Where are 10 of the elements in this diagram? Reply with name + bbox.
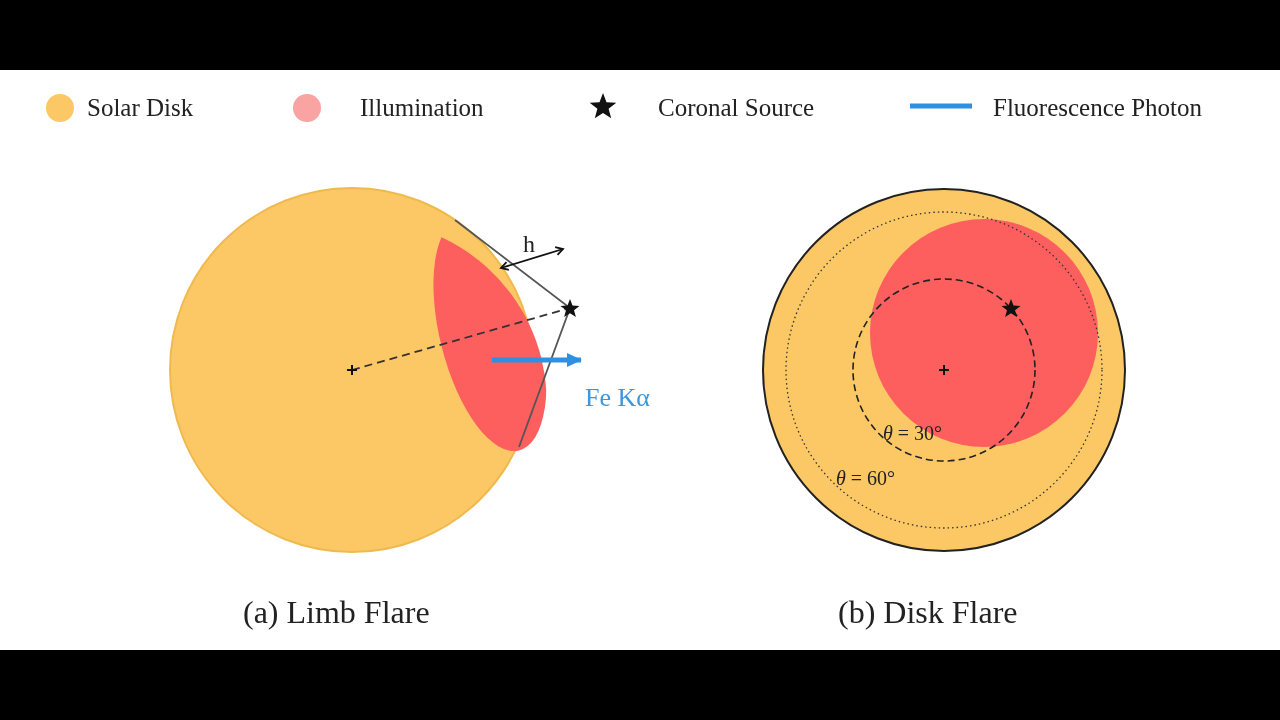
legend-label: Illumination: [360, 95, 484, 120]
legend-label: Coronal Source: [658, 95, 815, 120]
angle-label: θ = 30°: [883, 423, 943, 443]
dimension-label: h: [523, 232, 535, 256]
figure-caption: (a) Limb Flare: [243, 596, 430, 628]
figure-caption: (b) Disk Flare: [838, 596, 1018, 628]
line-label: Fe Kα: [585, 385, 650, 411]
legend-label: Solar Disk: [87, 95, 194, 120]
legend-label: Fluorescence Photon: [993, 95, 1202, 120]
angle-label: θ = 60°: [836, 468, 896, 488]
